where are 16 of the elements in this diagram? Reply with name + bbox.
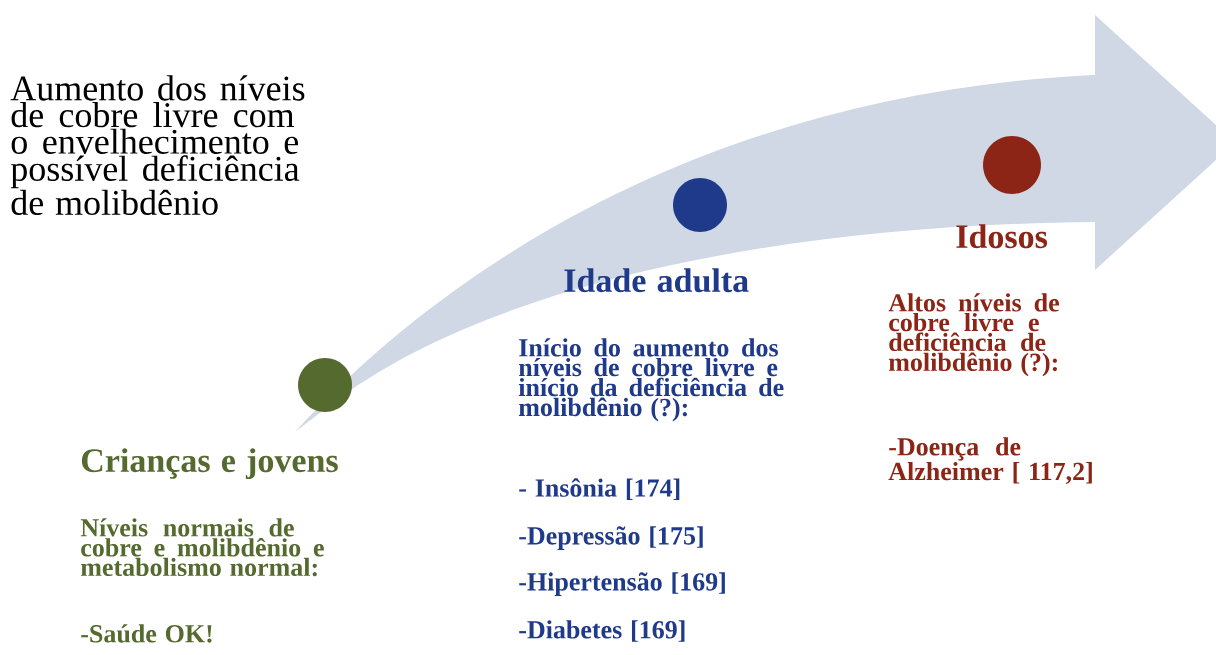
stage-description: Início do aumento dos níveis de cobre livre e início da deficiência de molibdênio (?): <box>518 338 784 422</box>
circle-marker <box>983 136 1041 194</box>
stage-description: Níveis normais de cobre e molibdênio e metabolismo normal: <box>80 518 324 577</box>
list-item: -Doença de Alzheimer [ 117,2] <box>888 437 1092 485</box>
list-item: -Depressão [175] <box>519 526 703 550</box>
list-item: -Hipertensão [169] <box>519 572 725 596</box>
list-item: -Diabetes [169] <box>519 620 685 642</box>
title-text: Aumento dos níveis de cobre livre com o envelhecimento e possível deficiência de molibdênio <box>10 75 305 216</box>
stage-heading: Idade adulta <box>564 268 749 293</box>
stage-heading: Crianças e jovens <box>81 448 338 480</box>
stage-heading: Idosos <box>956 224 1048 249</box>
circle-marker <box>673 178 727 232</box>
list-item: -Saúde OK! <box>81 624 212 643</box>
list-item: - Insônia [174] <box>519 478 680 501</box>
circle-marker <box>298 358 352 412</box>
stage-description: Altos níveis de cobre livre e deficiência de molibdênio (?): <box>888 293 1059 377</box>
